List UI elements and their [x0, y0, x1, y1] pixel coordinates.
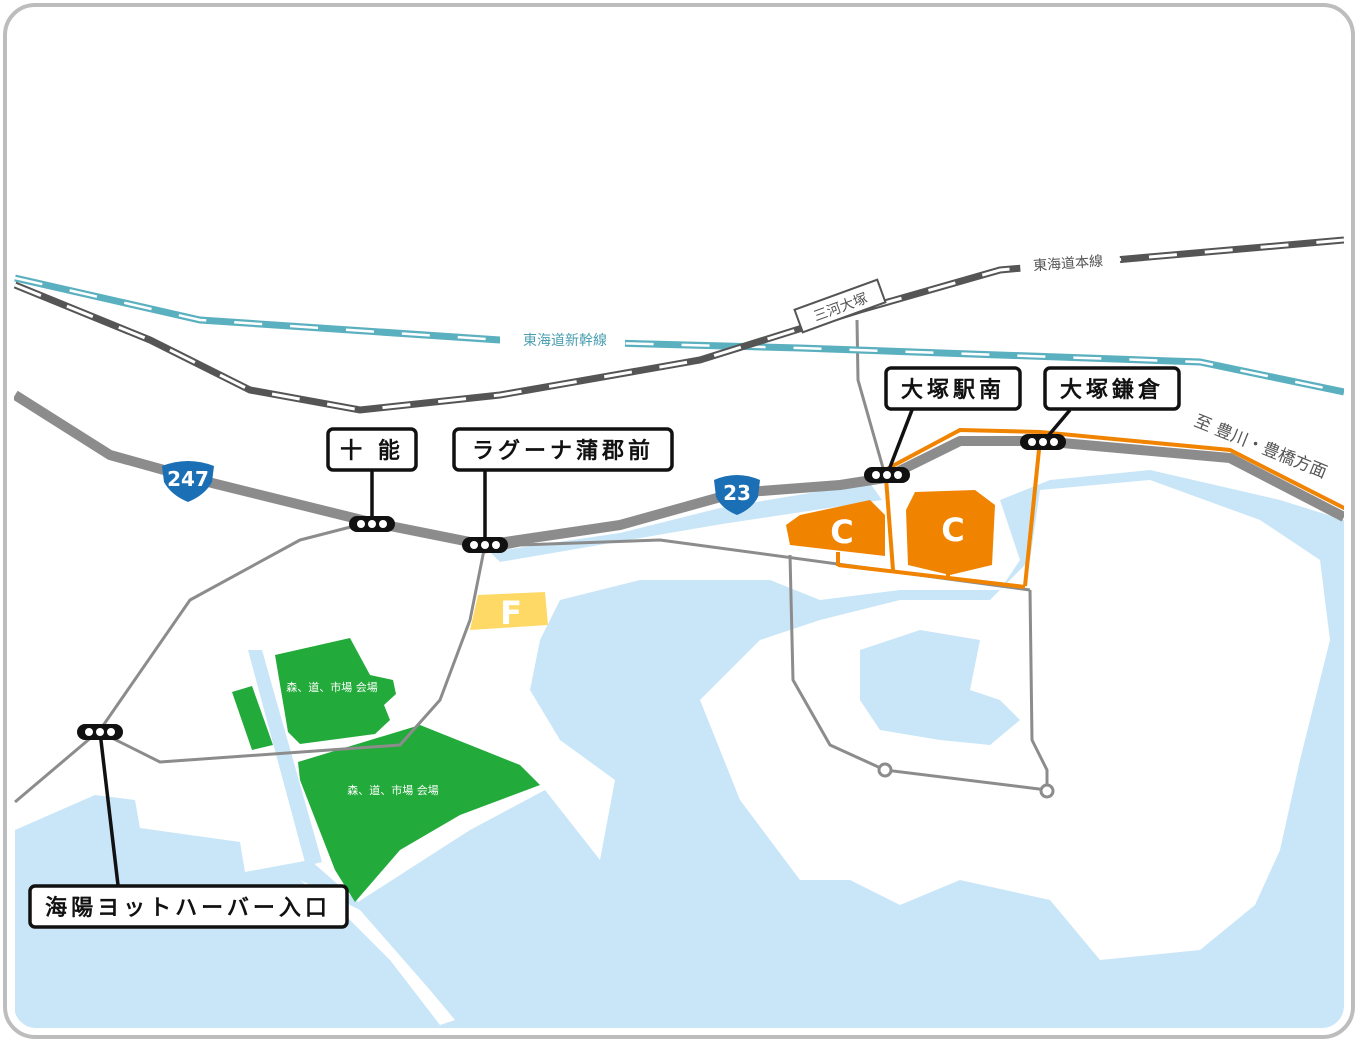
route-247-shield: 247	[162, 461, 214, 502]
zone-c2-label: C	[941, 511, 964, 549]
stop-otsuka-kamakura[interactable]: 大塚鎌倉	[1043, 366, 1181, 411]
stop-junou[interactable]: 十 能	[326, 427, 418, 472]
traffic-signal-icon	[864, 467, 910, 483]
venue-area-upper	[275, 638, 396, 744]
stop-label: 十 能	[340, 438, 404, 464]
venue-area-small	[232, 686, 273, 750]
stop-laguna-gamagori-mae[interactable]: ラグーナ蒲郡前	[452, 427, 674, 472]
lagoon	[860, 630, 1020, 745]
traffic-signal-icon	[349, 516, 395, 532]
stop-label: 海陽ヨットハーバー入口	[45, 895, 331, 921]
access-route	[836, 427, 1344, 589]
land-strip	[300, 880, 455, 1025]
traffic-signal-icons	[77, 434, 1066, 740]
venue-area-lower	[298, 725, 540, 902]
zone-f-label: F	[500, 594, 522, 632]
road-end-marker	[1039, 783, 1055, 799]
channel	[248, 650, 322, 866]
route-23-number: 23	[723, 481, 751, 505]
traffic-signal-icon	[462, 537, 508, 553]
stop-label: 大塚駅南	[901, 378, 1005, 403]
venue-label-upper: 森、道、市場 会場	[286, 680, 378, 694]
route-23-shield: 23	[714, 475, 760, 515]
traffic-signal-icon	[1020, 434, 1066, 450]
venue-label-lower: 森、道、市場 会場	[347, 783, 439, 797]
zone-f	[470, 592, 548, 630]
tokaido-label: 東海道本線	[1033, 254, 1104, 275]
road-end-marker	[877, 762, 893, 778]
stop-otsuka-eki-minami[interactable]: 大塚駅南	[884, 366, 1022, 411]
traffic-signal-icon	[77, 724, 123, 740]
map-frame	[3, 3, 1355, 1039]
zone-c1	[786, 500, 885, 556]
shinkansen-label: 東海道新幹線	[523, 332, 607, 349]
stop-label: 大塚鎌倉	[1060, 377, 1164, 403]
zone-c2	[906, 490, 995, 575]
stop-label: ラグーナ蒲郡前	[472, 438, 654, 464]
zone-c1-label: C	[830, 513, 853, 551]
stop-kaiyo-yacht-harbor[interactable]: 海陽ヨットハーバー入口	[28, 884, 349, 929]
route-247-number: 247	[167, 467, 209, 491]
